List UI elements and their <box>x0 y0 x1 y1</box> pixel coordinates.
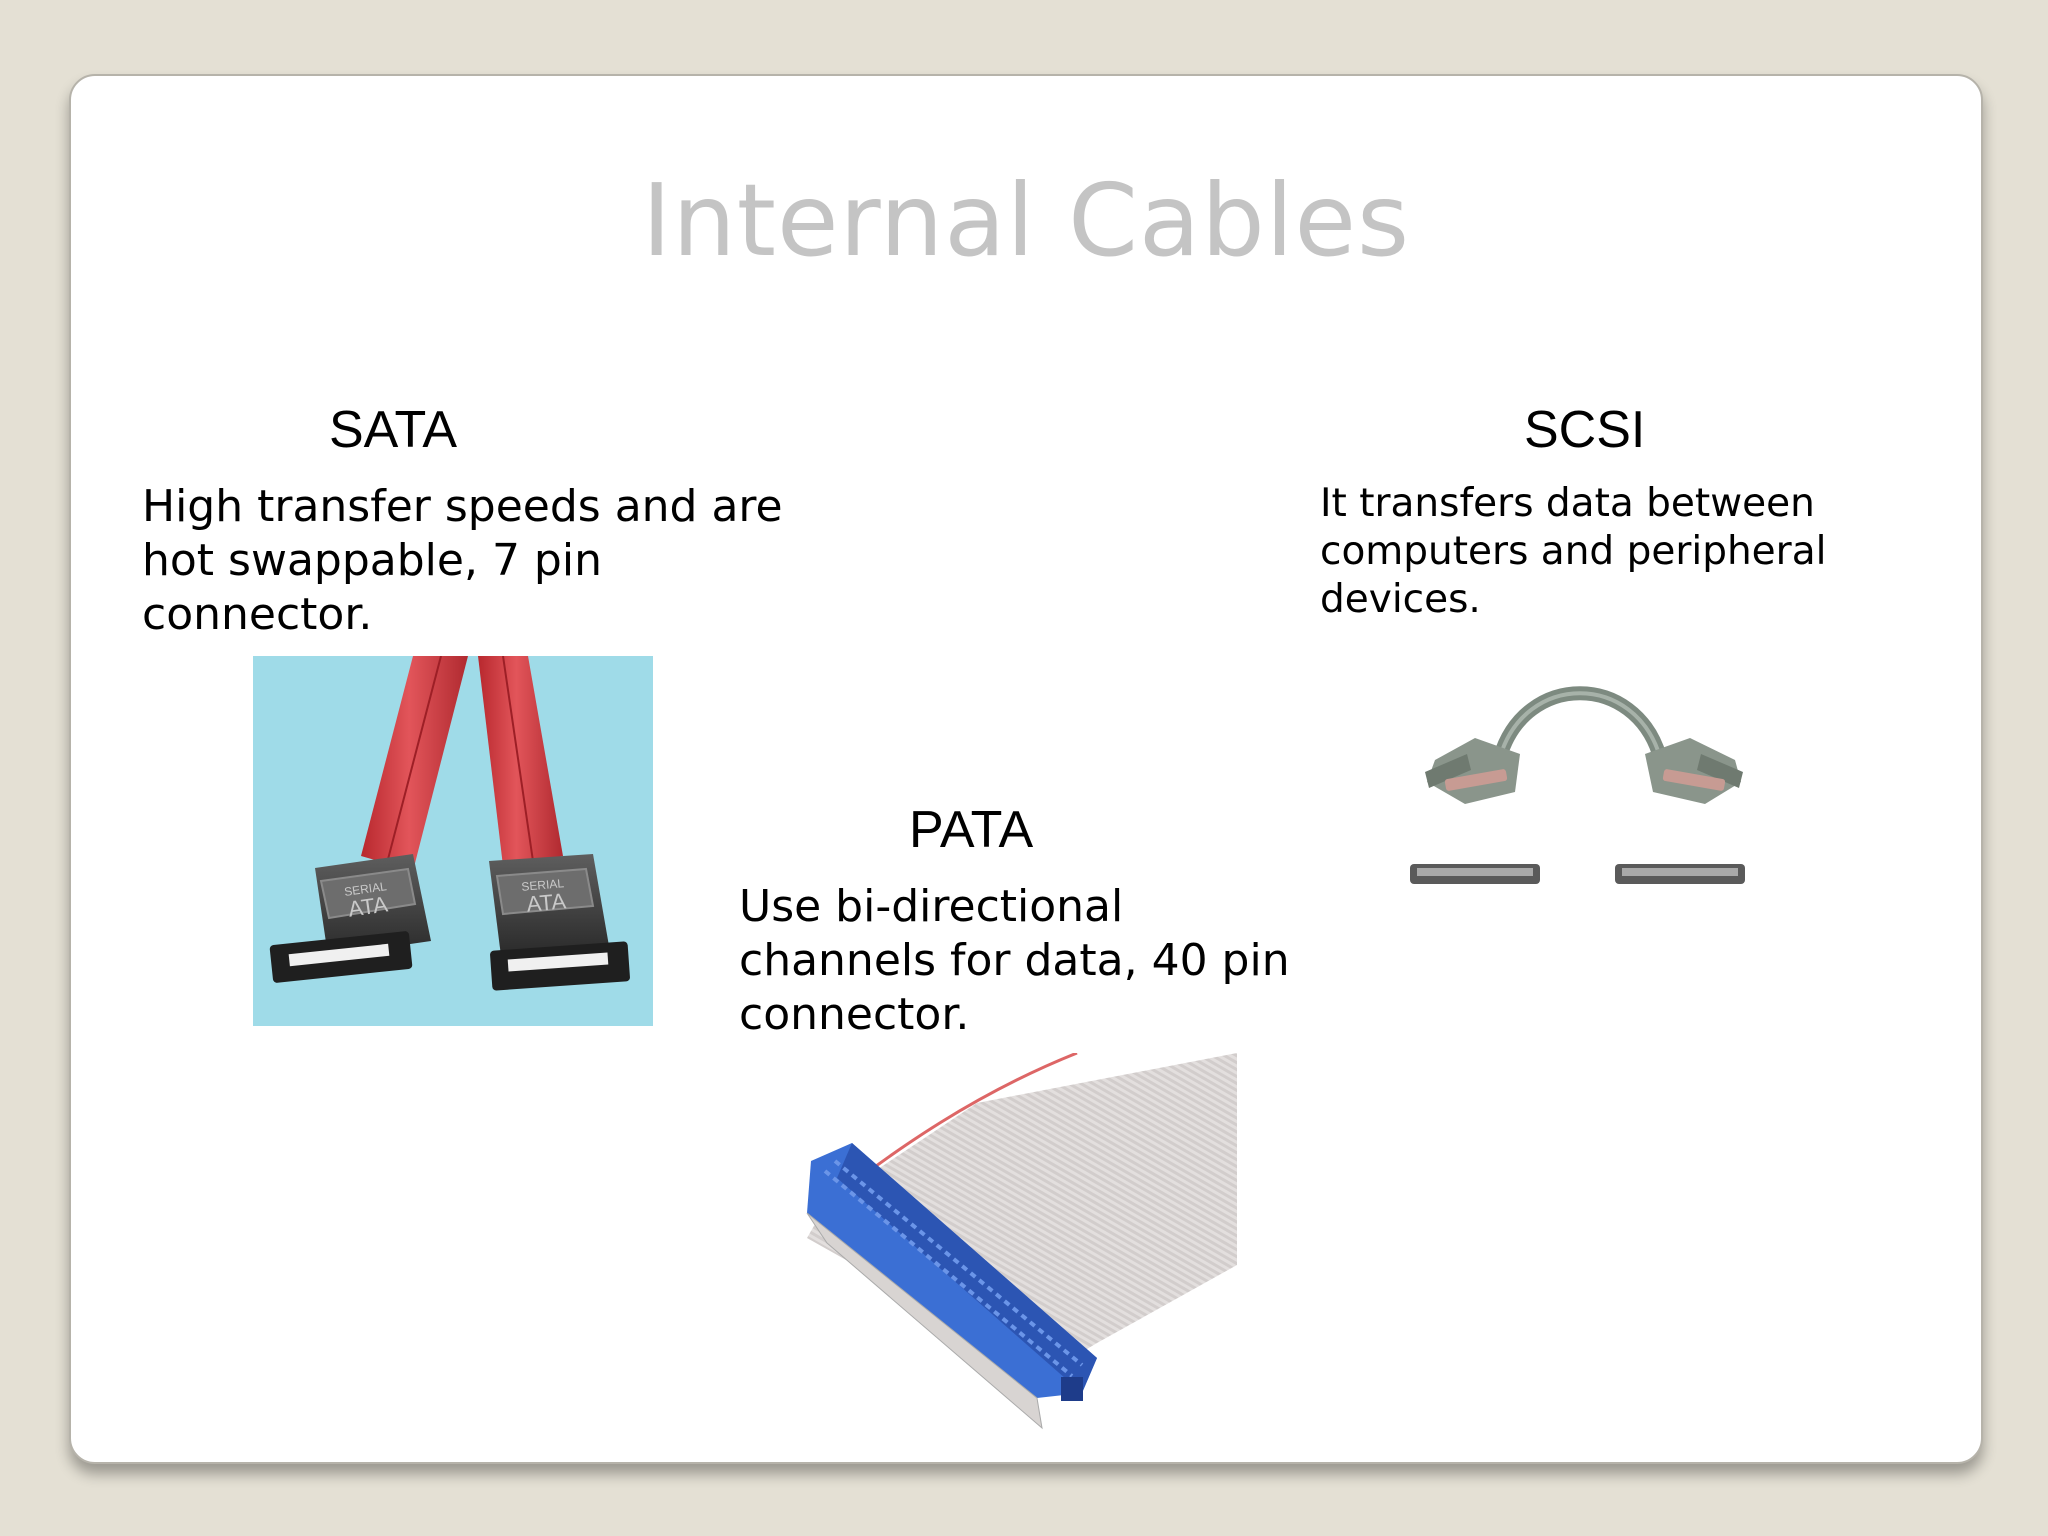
sata-heading: SATA <box>329 401 458 459</box>
slide-title: Internal Cables <box>641 162 1411 279</box>
sata-plug-right-label-top: SERIAL <box>521 876 565 894</box>
pata-connector <box>806 1143 1097 1430</box>
scsi-cable-image <box>1405 642 1765 942</box>
scsi-port-left <box>1410 864 1540 884</box>
pata-description-line-1: Use bi-directional <box>739 881 1124 932</box>
scsi-port-right <box>1615 864 1745 884</box>
sata-description-line-3: connector. <box>142 589 373 640</box>
pata-description-line-3: connector. <box>739 989 970 1040</box>
sata-plug-label-bottom: ATA <box>347 891 390 921</box>
sata-description-line-1: High transfer speeds and are <box>142 481 783 532</box>
scsi-description-line-1: It transfers data between <box>1320 481 1815 526</box>
scsi-heading: SCSI <box>1524 401 1646 459</box>
scsi-connector-right <box>1645 738 1743 804</box>
sata-plug-right-label-bottom: ATA <box>526 888 568 916</box>
pata-cable-image <box>677 1053 1237 1433</box>
pata-description: Use bi-directional channels for data, 40… <box>739 880 1379 1042</box>
scsi-description-line-3: devices. <box>1320 577 1481 622</box>
scsi-description: It transfers data between computers and … <box>1320 480 1960 624</box>
sata-plug-label-top: SERIAL <box>343 879 388 899</box>
scsi-connector-left <box>1425 738 1520 804</box>
pata-heading: PATA <box>909 801 1034 859</box>
sata-plug-left: SERIAL ATA <box>269 854 431 983</box>
sata-description-line-2: hot swappable, 7 pin <box>142 535 602 586</box>
sata-plug-right: SERIAL ATA <box>489 854 630 991</box>
slide: Internal Cables SATA High transfer speed… <box>69 74 1983 1464</box>
sata-cable-image: SERIAL ATA SERIAL ATA <box>253 656 653 1026</box>
sata-description: High transfer speeds and are hot swappab… <box>142 480 902 642</box>
pata-description-line-2: channels for data, 40 pin <box>739 935 1290 986</box>
scsi-description-line-2: computers and peripheral <box>1320 529 1827 574</box>
